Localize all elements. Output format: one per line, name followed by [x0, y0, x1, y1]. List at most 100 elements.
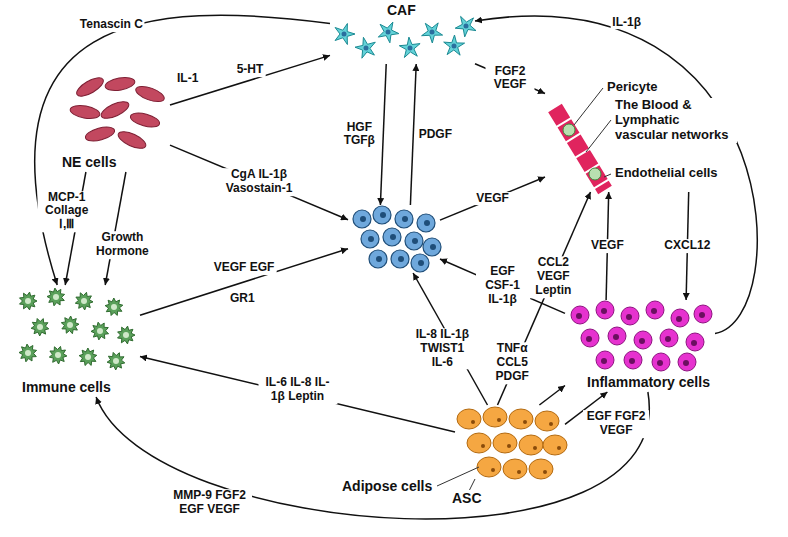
signal-label: CXCL12 — [662, 239, 712, 253]
cell-nucleus — [533, 446, 537, 450]
node-label: Endothelial cells — [613, 166, 720, 181]
signal-arrow — [539, 386, 565, 406]
signal-label: Tenascin C — [78, 18, 145, 32]
signal-arrow — [105, 172, 126, 285]
inflammatory-cell — [671, 309, 689, 327]
immune-cell — [20, 292, 38, 310]
signal-label: MCP-1 Collage Ⅰ,Ⅲ — [37, 191, 96, 232]
cell-nucleus — [676, 316, 682, 322]
node-label: The Blood & Lymphatic vascular networks — [613, 98, 737, 143]
cell-nucleus — [464, 24, 469, 29]
signal-label: VEGF EGF — [212, 261, 277, 275]
cell-nucleus — [408, 46, 413, 51]
signal-arrow — [440, 177, 545, 220]
cell-nucleus — [497, 418, 501, 422]
cell-nucleus — [376, 256, 382, 262]
tumor-cell — [423, 238, 441, 256]
vascular-network: PericyteThe Blood & Lymphatic vascular n… — [545, 80, 745, 192]
leader-line — [604, 174, 611, 177]
caf-cell — [422, 23, 443, 43]
caf-cell — [335, 24, 355, 45]
cell-nucleus — [543, 470, 547, 474]
immune-cell — [19, 344, 37, 362]
cell-nucleus — [586, 336, 592, 342]
cell-nucleus — [97, 328, 103, 334]
ne-cell — [84, 124, 116, 143]
signal-label: GR1 — [228, 292, 257, 306]
cell-nucleus — [691, 340, 697, 346]
adipose-cell — [535, 411, 559, 431]
cell-nucleus — [481, 444, 485, 448]
inflammatory-cell — [621, 307, 639, 325]
leader-line — [574, 88, 603, 125]
immune-cell — [107, 352, 125, 370]
ne-cell — [116, 128, 148, 152]
tumor-cell — [373, 206, 391, 224]
cell-nucleus — [601, 308, 607, 314]
cell-nucleus — [360, 216, 366, 222]
cell-nucleus — [398, 256, 404, 262]
signal-arrow — [140, 357, 455, 432]
signal-label: MMP-9 FGF2 EGF VEGF — [168, 489, 252, 517]
cell-nucleus — [665, 336, 671, 342]
cell-nucleus — [418, 260, 424, 266]
tumor-cell — [369, 250, 387, 268]
cell-nucleus — [364, 46, 369, 51]
caf-cell — [444, 35, 465, 55]
node-label: CAF — [385, 2, 418, 18]
cell-nucleus — [67, 322, 73, 328]
ne-cell — [129, 110, 161, 129]
cell-nucleus — [25, 298, 31, 304]
immune-cell — [75, 292, 93, 310]
vessel-band — [555, 108, 605, 190]
signal-label: EGF CSF-1 IL-1β — [476, 265, 530, 306]
cell-nucleus — [576, 313, 582, 319]
cell-nucleus — [380, 212, 386, 218]
inflammatory-cell-cluster: Inflammatory cells — [565, 300, 715, 392]
signal-arrow — [96, 392, 649, 519]
cell-nucleus — [55, 352, 61, 358]
ne-cell-cluster: NE cells — [60, 72, 170, 172]
ne-cell — [134, 83, 166, 105]
cell-nucleus — [111, 304, 117, 310]
pericyte-cell — [563, 124, 575, 136]
cell-nucleus — [53, 294, 59, 300]
pericyte-cell — [589, 168, 601, 180]
cell-nucleus — [517, 470, 521, 474]
immune-cell — [31, 319, 49, 337]
signal-arrow — [140, 249, 348, 316]
inflammatory-cell — [652, 353, 670, 371]
signal-arrow — [170, 145, 348, 220]
signal-label: VEGF — [474, 192, 511, 206]
cell-nucleus — [402, 216, 408, 222]
cell-nucleus — [651, 308, 657, 314]
cell-illustration — [455, 405, 565, 485]
cell-nucleus — [557, 446, 561, 450]
immune-cell — [91, 322, 109, 340]
inflammatory-cell — [596, 351, 614, 369]
adipose-cell-cluster: Adipose cellsASC — [455, 405, 565, 485]
signal-label: VEGF — [589, 239, 626, 253]
adipose-cell — [477, 457, 501, 477]
cell-nucleus — [629, 358, 635, 364]
cell-nucleus — [683, 360, 689, 366]
signal-arrow — [170, 55, 330, 105]
cell-nucleus — [123, 332, 129, 338]
cell-nucleus — [601, 358, 607, 364]
node-label: Immune cells — [20, 379, 113, 395]
inflammatory-cell — [571, 306, 589, 324]
ne-cell — [74, 74, 106, 99]
caf-cell — [378, 22, 399, 43]
node-label: Adipose cells — [340, 478, 434, 494]
cell-nucleus — [430, 244, 436, 250]
signal-label: IL-1 — [175, 72, 200, 86]
cell-nucleus — [412, 238, 418, 244]
adipose-cell — [483, 407, 507, 427]
cell-nucleus — [37, 324, 43, 330]
cell-nucleus — [113, 358, 119, 364]
signal-label: FGF2 VEGF — [486, 65, 535, 93]
immune-cell — [49, 346, 67, 364]
signal-label: IL-6 IL-8 IL-1β Leptin — [258, 376, 337, 404]
